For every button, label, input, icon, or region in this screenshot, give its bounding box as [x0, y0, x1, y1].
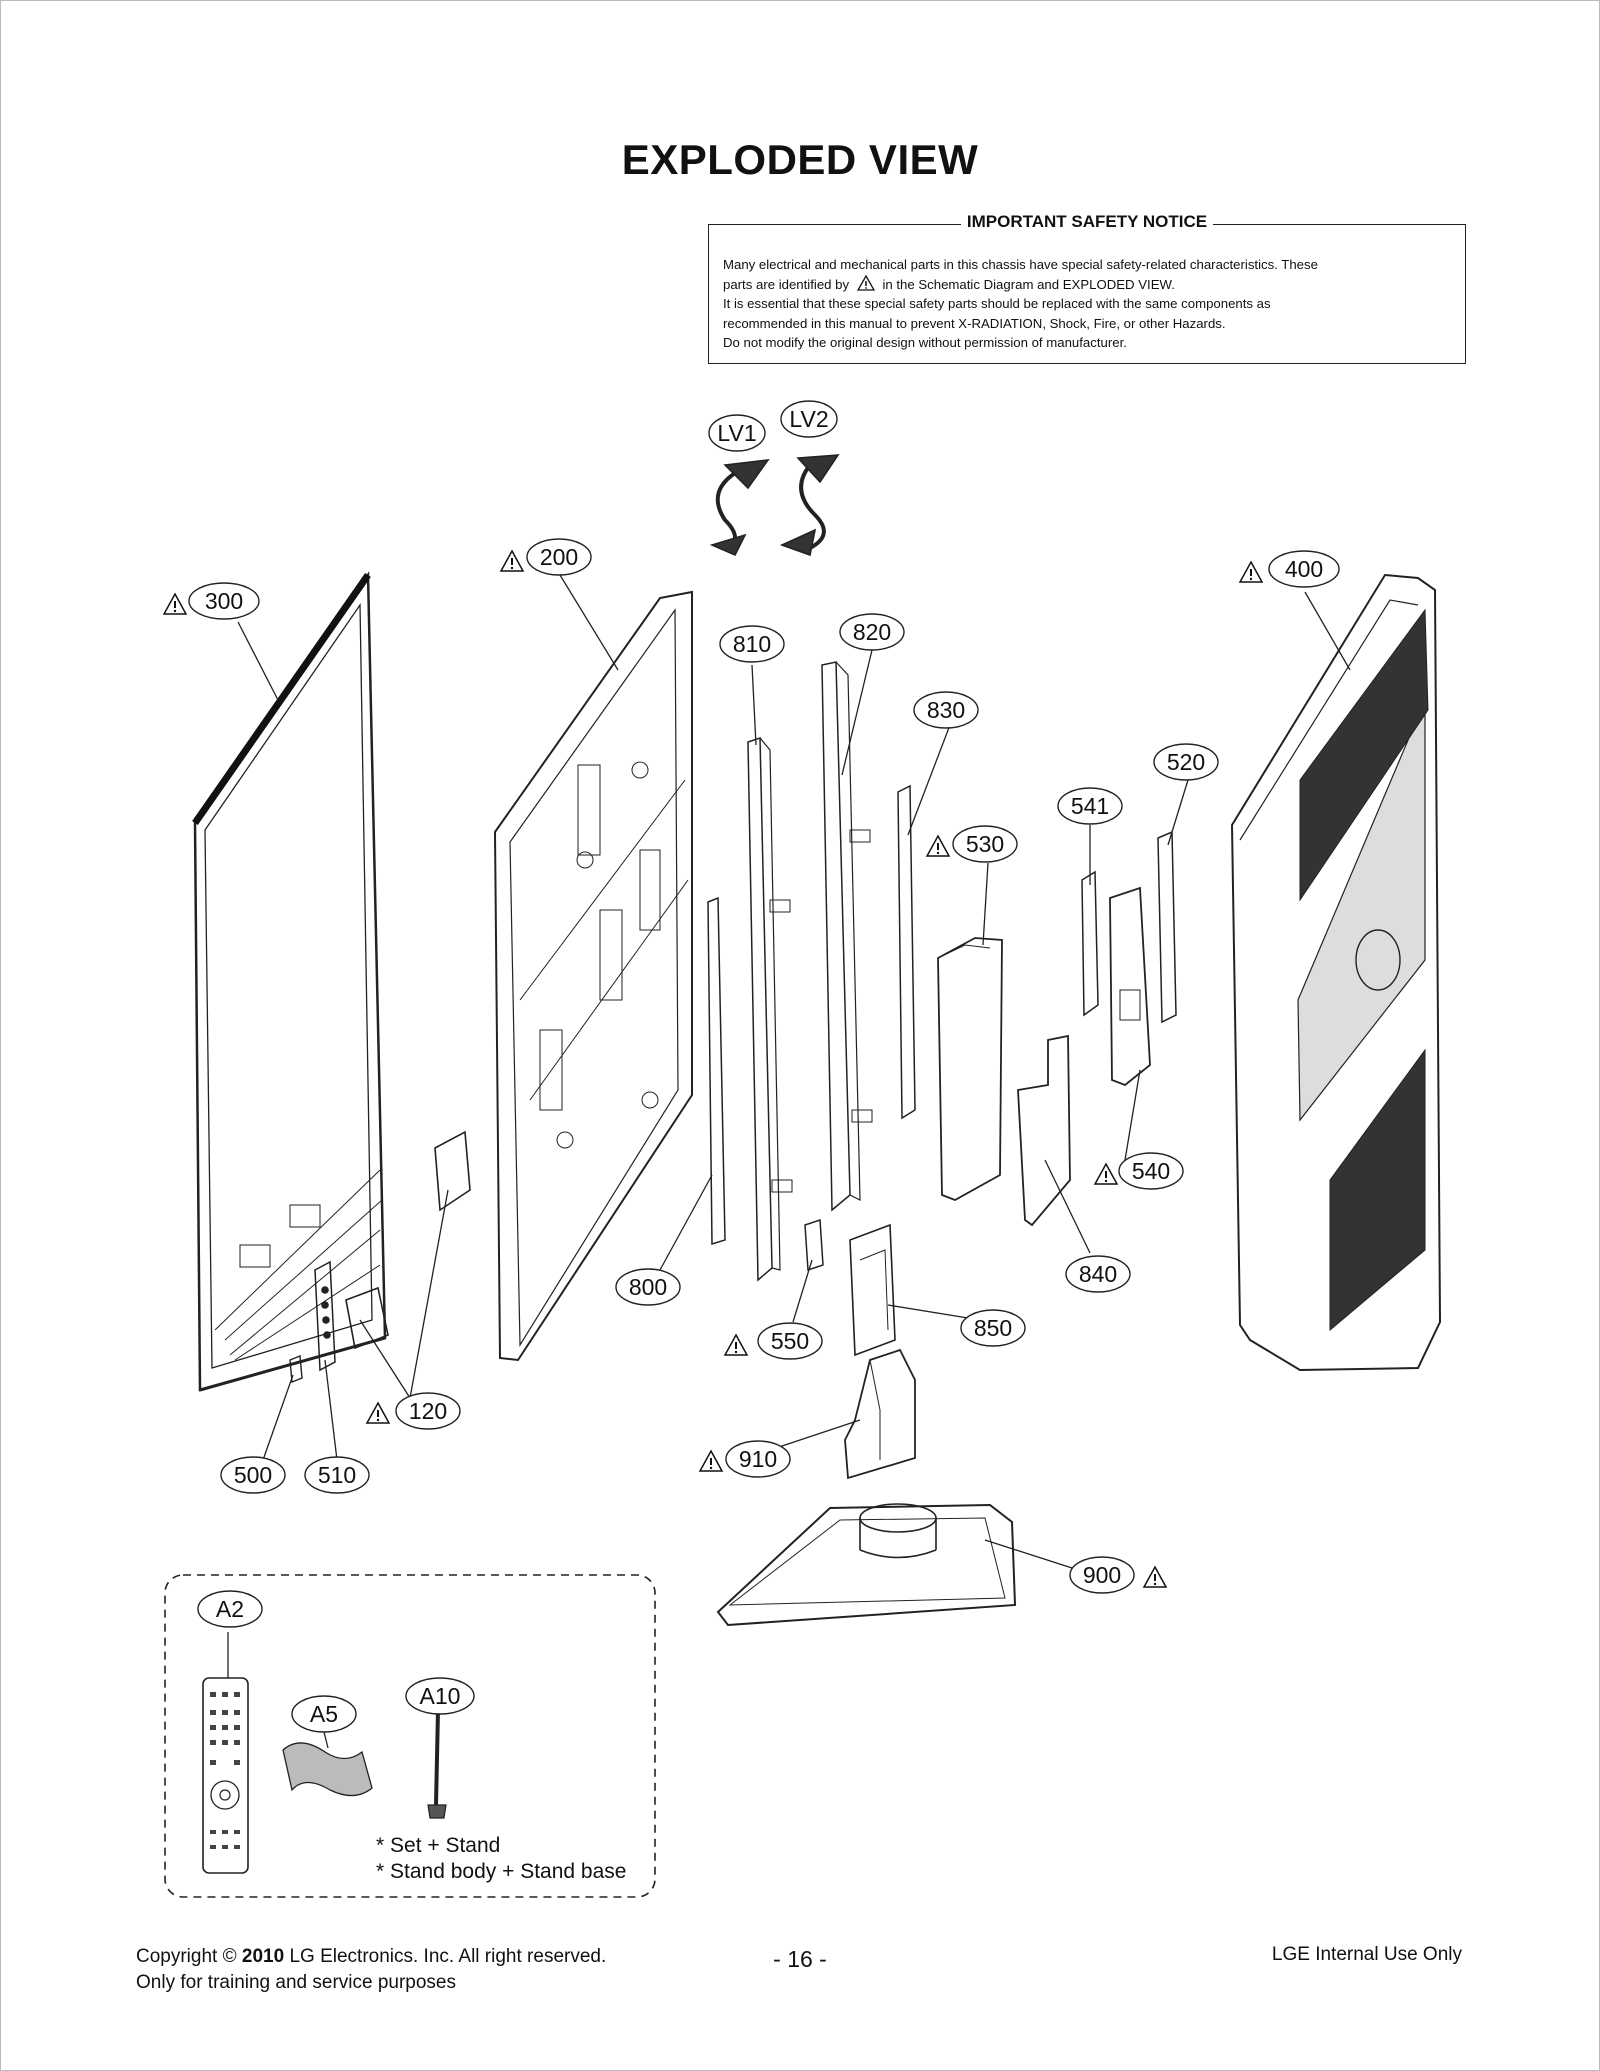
callout-830: 830 — [913, 691, 979, 729]
bracket-550 — [804, 1218, 824, 1272]
svg-text:840: 840 — [1079, 1261, 1117, 1287]
lvds-cable-lv2 — [779, 454, 840, 557]
leader-lines — [237, 574, 1351, 1569]
notice-line-5: Do not modify the original design withou… — [723, 335, 1127, 350]
svg-text:820: 820 — [853, 619, 891, 645]
stand-body-910 — [844, 1348, 916, 1480]
board-520 — [1157, 830, 1177, 1024]
callout-200: 200 — [500, 538, 592, 576]
lvds-cable-lv1 — [709, 458, 770, 557]
callout-lv2: LV2 — [780, 400, 838, 438]
svg-text:400: 400 — [1285, 556, 1323, 582]
front-cabinet-300 — [192, 571, 387, 1392]
callout-a2: A2 — [197, 1590, 263, 1628]
callout-900: 900 — [1069, 1556, 1167, 1594]
svg-text:530: 530 — [966, 831, 1004, 857]
callout-120: 120 — [366, 1392, 461, 1430]
safety-notice-heading: IMPORTANT SAFETY NOTICE — [960, 212, 1214, 231]
strip-800 — [707, 896, 726, 1246]
power-board-530 — [937, 937, 1003, 1201]
svg-text:LV2: LV2 — [789, 406, 828, 432]
svg-text:850: 850 — [974, 1315, 1012, 1341]
svg-text:540: 540 — [1132, 1158, 1170, 1184]
callout-840: 840 — [1065, 1255, 1131, 1293]
callout-550: 550 — [724, 1322, 823, 1360]
shield-840 — [1017, 1034, 1071, 1227]
footer-internal: LGE Internal Use Only — [1271, 1944, 1462, 1965]
main-board-540 — [1109, 886, 1151, 1087]
speaker-120 — [345, 1130, 471, 1350]
page-number: - 16 - — [773, 1946, 827, 1972]
svg-text:200: 200 — [540, 544, 578, 570]
svg-text:LV1: LV1 — [717, 420, 756, 446]
warning-icon — [856, 274, 875, 291]
callout-530: 530 — [926, 825, 1018, 863]
stand-support-850 — [849, 1223, 896, 1357]
callout-400: 400 — [1239, 550, 1340, 588]
svg-text:550: 550 — [771, 1328, 809, 1354]
board-541 — [1081, 870, 1099, 1017]
svg-text:A2: A2 — [216, 1596, 244, 1622]
manual-a5 — [282, 1742, 373, 1797]
svg-text:541: 541 — [1071, 793, 1109, 819]
svg-text:900: 900 — [1083, 1562, 1121, 1588]
svg-text:510: 510 — [318, 1462, 356, 1488]
callout-a5: A5 — [291, 1695, 357, 1733]
svg-text:810: 810 — [733, 631, 771, 657]
callout-850: 850 — [960, 1309, 1026, 1347]
notice-line-4: recommended in this manual to prevent X-… — [723, 315, 1226, 331]
svg-text:830: 830 — [927, 697, 965, 723]
callout-541: 541 — [1057, 787, 1123, 825]
callout-lv1: LV1 — [708, 414, 766, 452]
bracket-820 — [821, 661, 873, 1212]
callout-a10: A10 — [405, 1677, 475, 1715]
board-830 — [897, 784, 916, 1120]
callout-300: 300 — [163, 582, 260, 620]
footer-copyright: Copyright © 2010 LG Electronics. Inc. Al… — [136, 1944, 606, 1996]
footer-training: Only for training and service purposes — [136, 1972, 456, 1993]
callout-510: 510 — [304, 1456, 370, 1494]
callout-520: 520 — [1153, 743, 1219, 781]
callout-910: 910 — [699, 1440, 791, 1478]
svg-text:300: 300 — [205, 588, 243, 614]
callout-500: 500 — [220, 1456, 286, 1494]
back-cover-400 — [1230, 573, 1442, 1372]
svg-text:A5: A5 — [310, 1701, 338, 1727]
bracket-810 — [747, 736, 793, 1282]
notice-line-2: parts are identified by in the Schematic… — [723, 274, 1175, 292]
accessories-box — [164, 1574, 656, 1898]
svg-text:800: 800 — [629, 1274, 667, 1300]
page-title: EXPLODED VIEW — [621, 136, 979, 183]
callout-540: 540 — [1094, 1152, 1184, 1190]
svg-text:120: 120 — [409, 1398, 447, 1424]
safety-notice-box: IMPORTANT SAFETY NOTICE Many electrical … — [708, 212, 1466, 364]
callout-800: 800 — [615, 1268, 681, 1306]
remote-control-a2 — [202, 1677, 249, 1874]
svg-text:910: 910 — [739, 1446, 777, 1472]
svg-text:520: 520 — [1167, 749, 1205, 775]
notice-line-3: It is essential that these special safet… — [723, 296, 1271, 311]
ir-board-510 — [314, 1260, 336, 1372]
part-500 — [289, 1355, 303, 1383]
svg-text:A10: A10 — [420, 1683, 461, 1709]
stand-base-900 — [716, 1503, 1017, 1627]
callout-820: 820 — [839, 613, 905, 651]
notice-line-1: Many electrical and mechanical parts in … — [723, 257, 1318, 272]
accessory-note-2: * Stand body + Stand base — [376, 1860, 627, 1883]
accessory-note-1: * Set + Stand — [376, 1834, 501, 1857]
svg-text:500: 500 — [234, 1462, 272, 1488]
chassis-frame-200 — [493, 590, 693, 1362]
callout-810: 810 — [719, 625, 785, 663]
